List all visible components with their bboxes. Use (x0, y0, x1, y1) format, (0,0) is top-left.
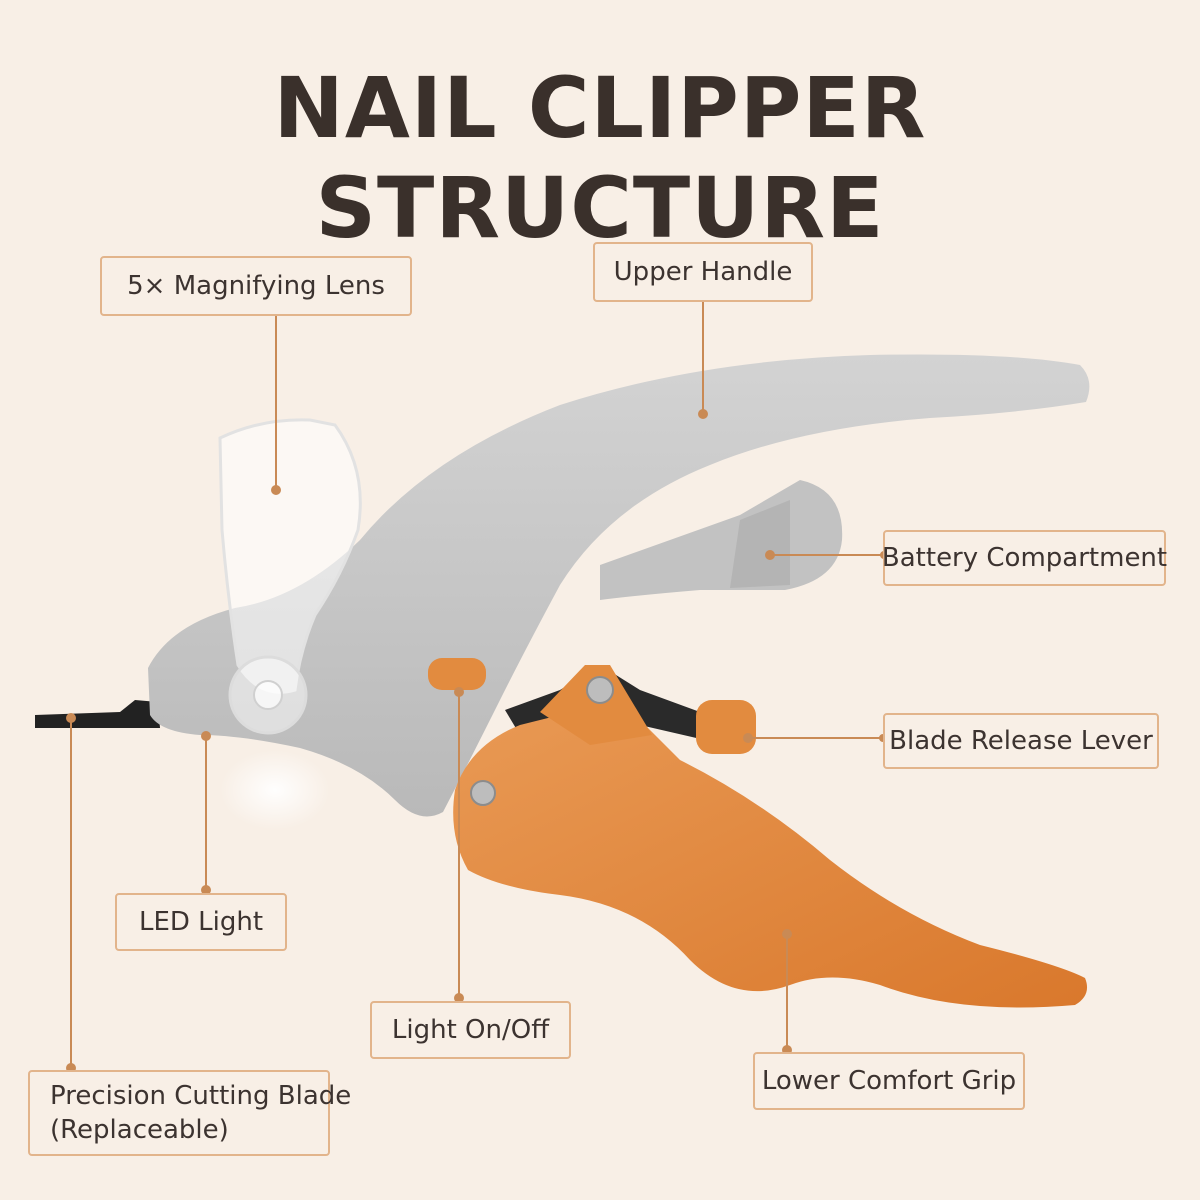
blade-release-lever-shape (696, 700, 756, 754)
lower-grip-shape (453, 700, 1088, 1008)
label-battery-compartment: Battery Compartment (882, 530, 1167, 586)
label-led-light: LED Light (115, 893, 287, 951)
label-magnifying-lens: 5× Magnifying Lens (100, 256, 412, 316)
cutting-blade-shape (35, 700, 160, 728)
label-cutting-blade: Precision Cutting Blade (Replaceable) (28, 1070, 351, 1156)
label-blade-release-lever: Blade Release Lever (883, 713, 1159, 769)
label-cutting-blade-line2: (Replaceable) (50, 1115, 229, 1145)
upper-handle-shape (148, 354, 1090, 817)
leader-lines (66, 302, 888, 1073)
led-glow-shape (220, 750, 330, 830)
magnifying-lens-shape (218, 418, 362, 694)
label-lower-grip: Lower Comfort Grip (753, 1052, 1025, 1110)
label-cutting-blade-line1: Precision Cutting Blade (50, 1081, 352, 1111)
light-switch-shape (428, 658, 486, 690)
label-light-on-off: Light On/Off (370, 1001, 571, 1059)
page-title: NAIL CLIPPER STRUCTURE (273, 59, 927, 257)
label-upper-handle: Upper Handle (593, 242, 813, 302)
